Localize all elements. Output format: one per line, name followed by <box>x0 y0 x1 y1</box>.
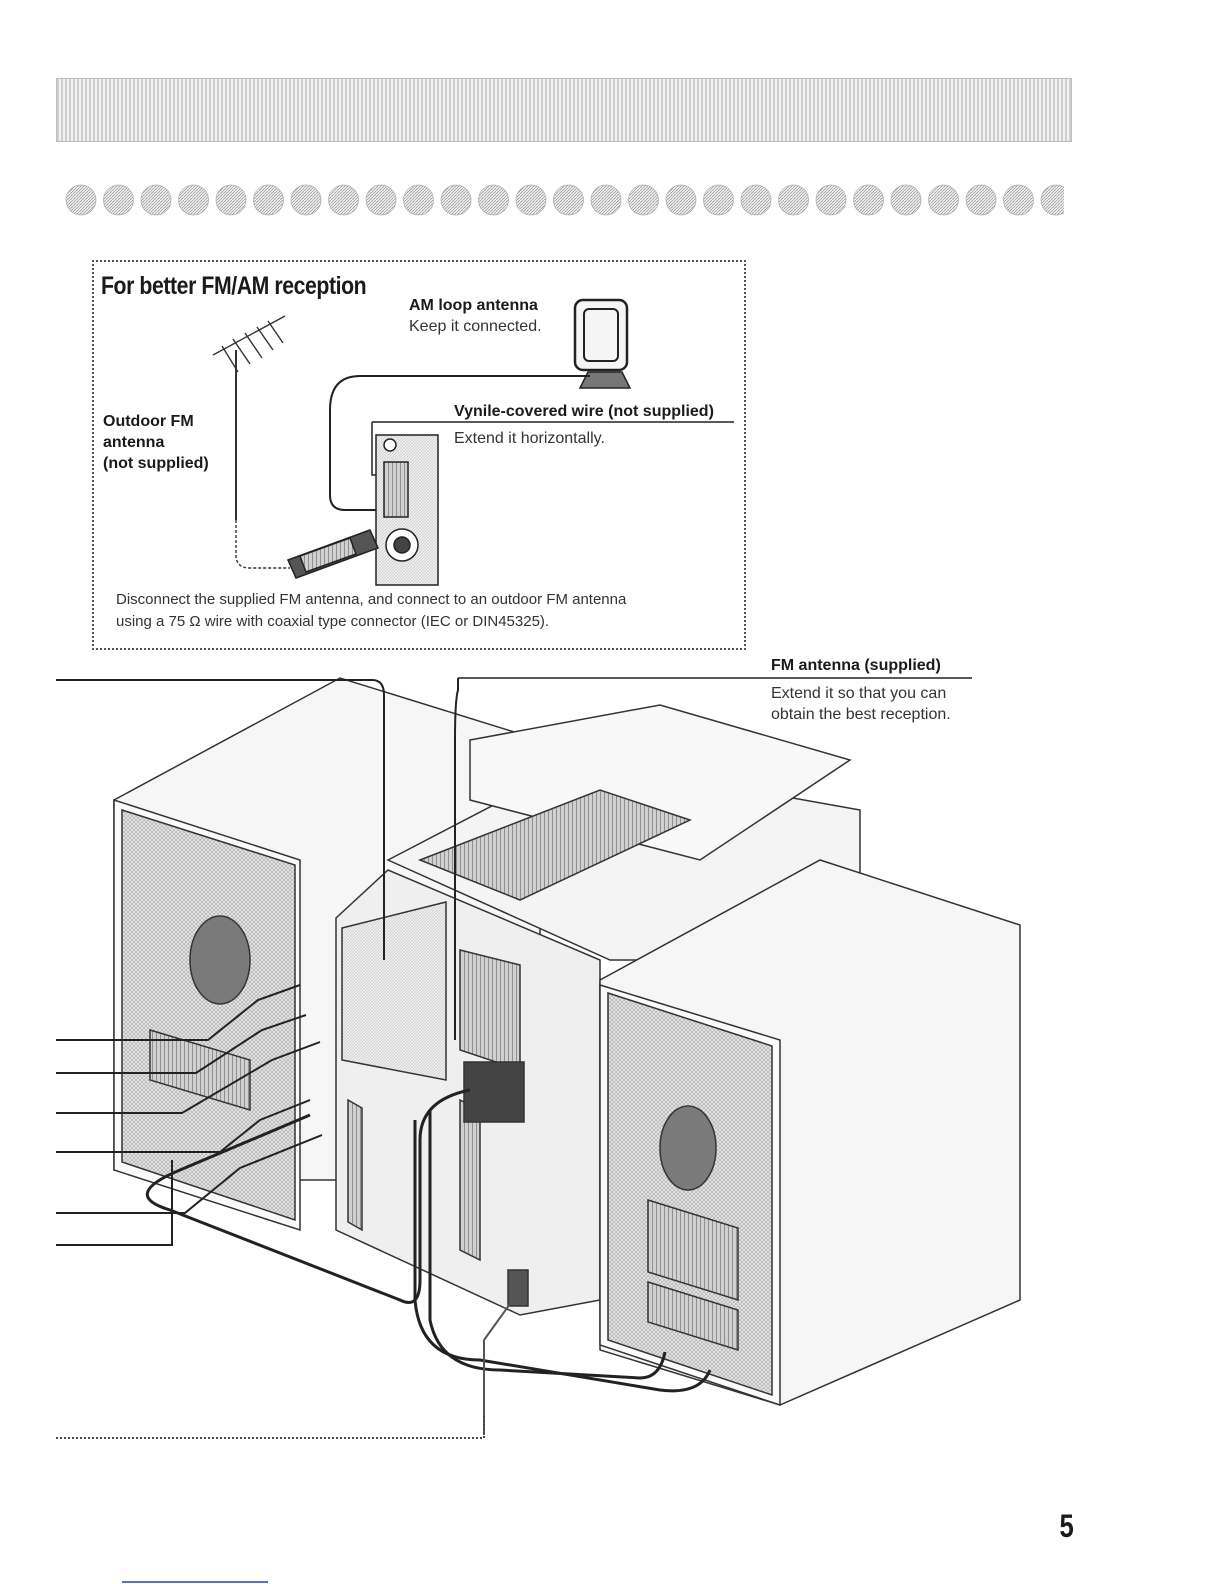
decorative-dot <box>1040 184 1064 216</box>
decorative-dot <box>1003 184 1034 216</box>
decorative-dot <box>628 184 659 216</box>
fm-antenna-note-line1: Extend it so that you can <box>771 685 947 702</box>
decorative-dot <box>253 184 284 216</box>
decorative-dot <box>328 184 359 216</box>
decorative-dot <box>403 184 434 216</box>
footer-line <box>122 1581 268 1583</box>
outdoor-fm-label-line3: (not supplied) <box>103 455 209 472</box>
decorative-dot <box>290 184 322 216</box>
outdoor-fm-antenna-icon <box>212 315 290 569</box>
decorative-dot <box>553 184 584 216</box>
vinyl-wire-label: Vynile-covered wire (not supplied) <box>454 403 714 420</box>
decorative-dot <box>178 184 209 216</box>
am-loop-antenna-icon <box>573 298 632 389</box>
inset-caption-line1: Disconnect the supplied FM antenna, and … <box>116 591 627 608</box>
decorative-dot <box>928 184 959 216</box>
decorative-dot <box>778 184 809 216</box>
decorative-dot <box>515 184 547 216</box>
decorative-dot <box>215 184 247 216</box>
antenna-terminal-icon <box>375 434 439 586</box>
header-band <box>56 78 1072 142</box>
decorative-dot <box>365 184 397 216</box>
reception-inset-box <box>92 260 746 650</box>
speaker-cables <box>146 1088 712 1393</box>
decorative-dot-row <box>64 182 1064 222</box>
decorative-dot <box>853 184 884 216</box>
fm-antenna-note-line2: obtain the best reception. <box>771 706 951 723</box>
decorative-dot <box>890 184 922 216</box>
decorative-dot <box>965 184 997 216</box>
callout-leader-lines <box>56 679 385 1246</box>
vinyl-wire-note: Extend it horizontally. <box>454 430 605 447</box>
decorative-dot <box>703 184 734 216</box>
outdoor-fm-label-line1: Outdoor FM <box>103 413 194 430</box>
decorative-dot <box>65 184 97 216</box>
right-speaker-icon <box>599 859 1021 1407</box>
inset-caption-line2: using a 75 Ω wire with coaxial type conn… <box>116 613 550 630</box>
decorative-dot <box>665 184 697 216</box>
coaxial-connector-icon <box>286 529 380 579</box>
page-number: 5 <box>1059 1508 1074 1544</box>
decorative-dot <box>140 184 172 216</box>
am-loop-antenna-note: Keep it connected. <box>409 318 542 335</box>
decorative-dot <box>103 184 134 216</box>
decorative-dot <box>590 184 622 216</box>
decorative-dot <box>440 184 472 216</box>
fm-antenna-supplied-label: FM antenna (supplied) <box>771 657 941 674</box>
decorative-dot <box>740 184 772 216</box>
outdoor-fm-label-line2: antenna <box>103 434 165 451</box>
inset-title: For better FM/AM reception <box>101 272 367 300</box>
decorative-dot <box>815 184 847 216</box>
decorative-dot <box>478 184 509 216</box>
am-loop-antenna-label: AM loop antenna <box>409 297 538 314</box>
